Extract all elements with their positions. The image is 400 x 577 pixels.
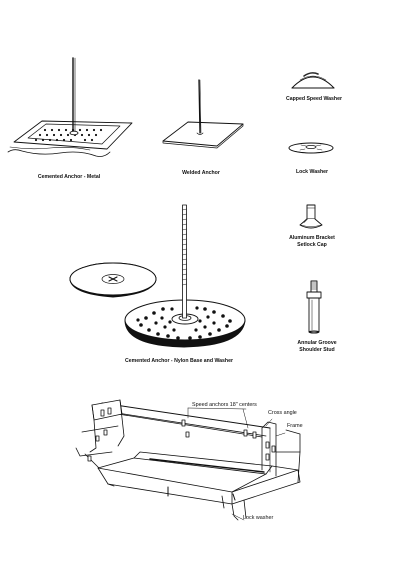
shoulder-stud-drawing [306,280,322,334]
welded-anchor-caption: Welded Anchor [182,170,220,176]
welded-anchor-drawing [162,79,244,149]
setlock-cap-caption-line-2: Setlock Cap [297,242,327,248]
capped-speed-washer-drawing [291,72,335,89]
lock-washer-caption: Lock Washer [295,169,329,175]
speed-anchors-callout: Speed anchors 18" centers [192,402,257,408]
setlock-cap-drawing [299,204,323,229]
cross-angle-callout: Cross angle [268,410,297,416]
cemented-anchor-metal-caption: Cemented Anchor - Metal [37,174,101,180]
frame-callout: Frame [287,423,303,429]
shoulder-stud-caption-line-1: Annular Groove [297,340,337,346]
cemented-anchor-nylon-drawing [69,204,246,348]
lock-washer-callout: Lock washer [243,515,274,521]
cemented-anchor-nylon-caption: Cemented Anchor - Nylon Base and Washer [125,358,233,364]
shoulder-stud-caption-line-2: Shoulder Stud [299,347,335,353]
capped-speed-washer-caption: Capped Speed Washer [285,96,343,102]
cemented-anchor-metal-drawing [7,57,133,157]
frame-assembly-drawing [75,399,301,521]
lock-washer-drawing [288,142,334,154]
setlock-cap-caption-line-1: Aluminum Bracket [289,235,335,241]
